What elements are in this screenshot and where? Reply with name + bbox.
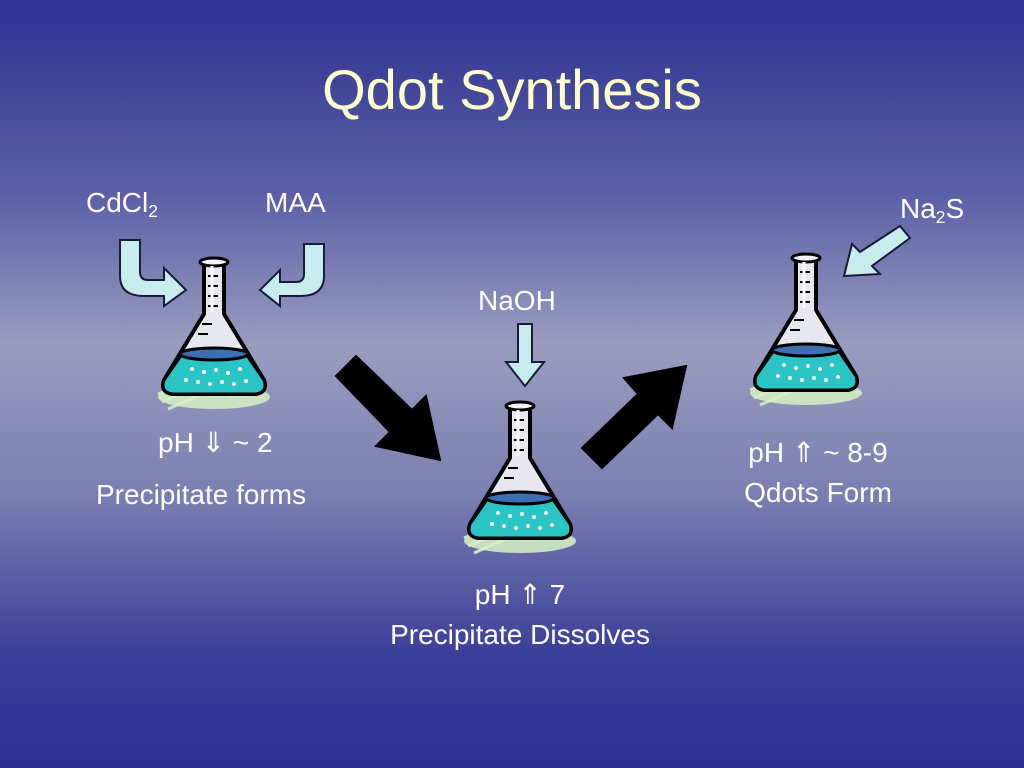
- flow-arrow-down-right: [334, 354, 442, 462]
- curved-arrow-icon: [258, 243, 325, 309]
- na2s-formula-tail: S: [945, 193, 965, 224]
- reagent-cdcl2-label: CdCl2: [86, 186, 158, 220]
- reagent-na2s-label: Na2S: [900, 192, 964, 226]
- erlenmeyer-flask-icon: [462, 400, 578, 555]
- flow-arrow-up-right: [580, 364, 688, 470]
- stage1-description: Precipitate forms: [96, 479, 307, 510]
- curved-arrow-icon: [119, 239, 188, 308]
- na2s-formula: Na: [900, 193, 936, 224]
- diagonal-arrow-icon: [842, 224, 912, 278]
- stage2-description: Precipitate Dissolves: [390, 619, 650, 650]
- erlenmeyer-flask-icon: [156, 256, 272, 411]
- reagent-naoh-label: NaOH: [478, 285, 556, 316]
- slide-title: Qdot Synthesis: [322, 58, 702, 121]
- stage3-ph: pH ⇑ ~ 8-9: [748, 437, 888, 468]
- stage2-ph: pH ⇑ 7: [474, 579, 566, 610]
- cdcl2-formula: CdCl: [86, 187, 149, 218]
- reagent-maa-label: MAA: [265, 187, 326, 218]
- cdcl2-subscript: 2: [148, 201, 158, 222]
- down-arrow-icon: [503, 323, 547, 388]
- stage3-description: Qdots Form: [744, 477, 892, 508]
- na2s-subscript: 2: [935, 207, 946, 228]
- stage1-ph: pH ⇓ ~ 2: [158, 427, 273, 458]
- erlenmeyer-flask-icon: [748, 252, 864, 407]
